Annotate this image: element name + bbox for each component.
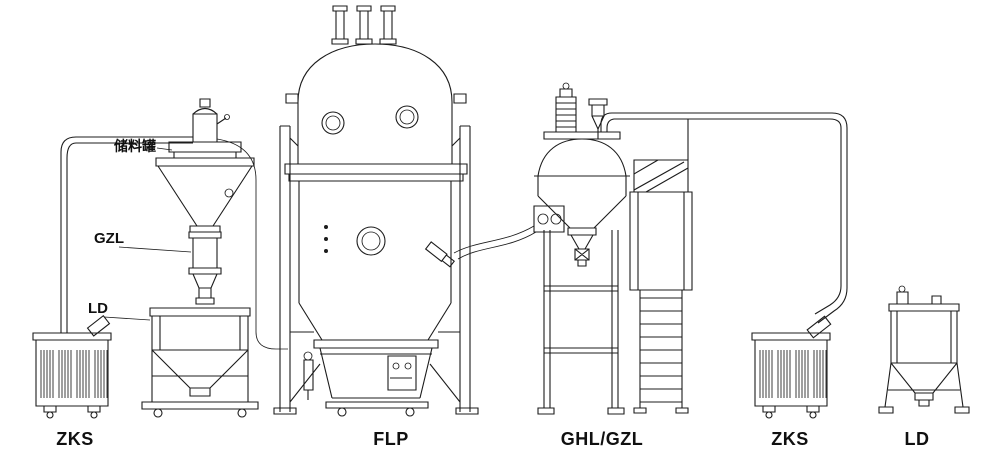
- ld-lifter-wheel: [153, 408, 163, 418]
- flp-porthole-upper-left: [321, 111, 345, 135]
- zks-right-wheel: [809, 411, 817, 419]
- label-leader-lines: [103, 147, 192, 321]
- label-gzl: GZL: [94, 230, 124, 247]
- vacuum-pipe-left: [60, 136, 193, 333]
- leader-lines: [103, 147, 192, 321]
- discharge-port-circle: [550, 213, 562, 225]
- zks-left-filter-grill: [40, 350, 108, 398]
- flp-fluid-bed: [273, 5, 479, 417]
- label-ghl-gzl: GHL/GZL: [561, 429, 644, 449]
- flp-porthole-upper-right-inner: [399, 109, 415, 125]
- flp-sight-window: [356, 226, 386, 256]
- flp-sight-window-inner: [361, 231, 381, 251]
- label-zks-left: ZKS: [56, 429, 94, 449]
- ld-lifter-body: [141, 307, 259, 410]
- flp-cart-wheel: [337, 407, 347, 417]
- zks-left-wheel: [90, 411, 98, 419]
- zks-right-filter-grill: [759, 350, 827, 398]
- label-zks-right: ZKS: [771, 429, 809, 449]
- motor-cap-knob: [562, 82, 570, 90]
- zks-right-unit: [751, 315, 832, 419]
- storage-tank: [155, 98, 255, 233]
- transfer-pipe-right: [600, 112, 848, 324]
- flp-porthole-upper-left-inner: [325, 115, 341, 131]
- flp-accessories: [303, 355, 417, 400]
- zks-left-wheel: [46, 411, 54, 419]
- zks-right-body: [751, 332, 831, 413]
- granulator-support-frame: [537, 230, 625, 415]
- ld-bin-top-valve: [898, 285, 906, 293]
- tank-handle-knob: [224, 114, 230, 120]
- flp-cart-wheel: [405, 407, 415, 417]
- flp-bolt-dot: [324, 237, 328, 241]
- flp-porthole-upper-right: [395, 105, 419, 129]
- label-ld: LD: [88, 300, 108, 317]
- tank-sight-glass: [224, 188, 234, 198]
- gzl-feeder-body: [188, 231, 222, 305]
- label-ld-right: LD: [905, 429, 930, 449]
- ld-lifter: [141, 307, 259, 418]
- flp-control-knob: [392, 362, 400, 370]
- granulator-vessel: [533, 88, 630, 267]
- gzl-feeder: [188, 231, 222, 305]
- storage-tank-body: [155, 98, 255, 233]
- ghl-granulator: [453, 82, 630, 415]
- zks-left-unit: [32, 314, 112, 419]
- operator-platform: [629, 159, 693, 414]
- zks-left-body: [32, 332, 112, 413]
- flp-support-frame: [273, 125, 479, 415]
- platform-structure: [629, 159, 693, 414]
- transfer-pipe-tank-to-flp: [216, 138, 288, 350]
- feed-pipe-left: [60, 136, 288, 350]
- zks-right-wheel: [765, 411, 773, 419]
- discharge-port-circle: [537, 213, 549, 225]
- flp-spray-lance: [424, 241, 455, 268]
- ld-bin-body: [878, 291, 970, 414]
- flp-vessel: [284, 5, 468, 409]
- ld-bin-right: [878, 285, 970, 414]
- flp-valve: [303, 351, 313, 361]
- label-flp: FLP: [373, 429, 409, 449]
- flp-bolt-dot: [324, 249, 328, 253]
- flp-bolt-dot: [324, 225, 328, 229]
- spray-lance-body: [424, 241, 455, 268]
- labels: 储料罐 GZL LD ZKS FLP GHL/GZL ZKS LD: [56, 138, 929, 449]
- label-storage-tank: 储料罐: [113, 138, 156, 154]
- ld-lifter-wheel: [237, 408, 247, 418]
- granulator-to-flp-pipe: [453, 225, 537, 260]
- zks-left-inlet-nozzle: [86, 314, 111, 337]
- zks-right-inlet-nozzle: [806, 315, 832, 339]
- flp-control-knob: [404, 362, 412, 370]
- vacuum-pipe-right: [600, 112, 848, 324]
